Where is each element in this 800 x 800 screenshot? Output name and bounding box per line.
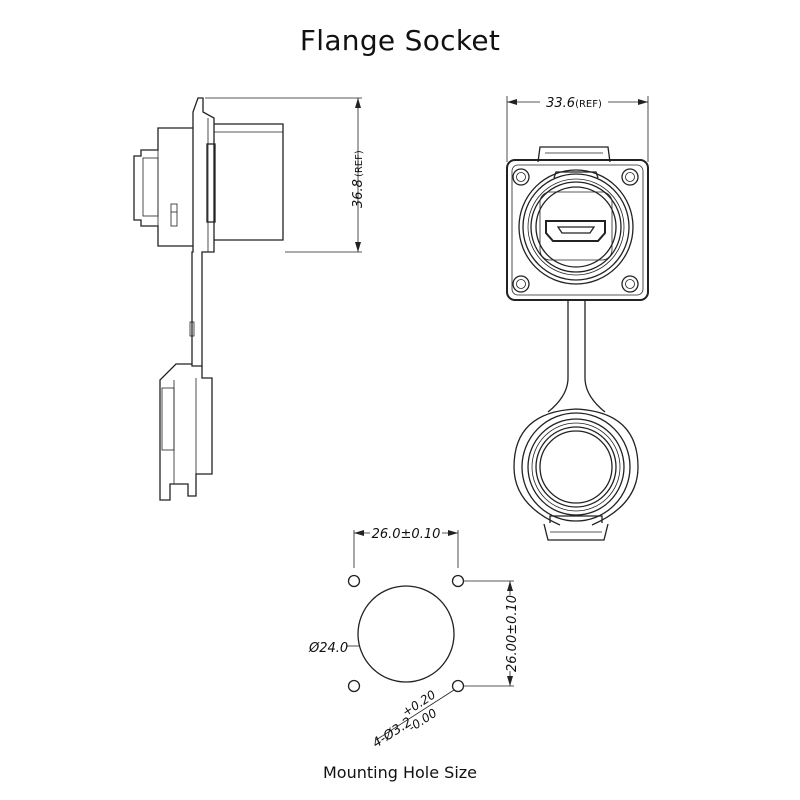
side-view: 36.8(REF) bbox=[133, 97, 366, 501]
mount-center-hole bbox=[357, 585, 455, 683]
center-hole-diameter: Ø24.0 bbox=[308, 641, 348, 656]
hole-spacing-vertical: 26.00±0.10 bbox=[505, 595, 520, 672]
side-rear-body bbox=[214, 123, 284, 241]
side-cap bbox=[159, 363, 213, 501]
mounting-hole-view: 26.0±0.10 Ø24.0 26.00±0.10 4-Ø3.2+0.20-0… bbox=[308, 522, 520, 755]
front-view: 33.6(REF) bbox=[506, 92, 649, 541]
width-dimension: 33.6(REF) bbox=[546, 96, 602, 111]
hdmi-port-icon bbox=[545, 220, 606, 242]
front-square-flange bbox=[506, 159, 649, 301]
mount-hole-bottom-right bbox=[451, 679, 465, 693]
mount-hole-top-left bbox=[347, 574, 361, 588]
small-hole-callout: 4-Ø3.2+0.20-0.00 bbox=[365, 687, 448, 755]
mount-hole-bottom-left bbox=[347, 679, 361, 693]
hole-spacing-horizontal: 26.0±0.10 bbox=[372, 527, 441, 542]
front-latch-tab bbox=[537, 146, 611, 163]
height-dimension: 36.8(REF) bbox=[351, 150, 366, 208]
front-cap bbox=[513, 408, 639, 541]
mounting-hole-caption: Mounting Hole Size bbox=[322, 763, 477, 782]
front-strap bbox=[547, 300, 569, 413]
diagram-title: Flange Socket bbox=[299, 24, 501, 57]
mount-hole-top-right bbox=[451, 574, 465, 588]
side-flange-plate bbox=[191, 97, 215, 367]
front-corner-holes bbox=[512, 168, 639, 293]
